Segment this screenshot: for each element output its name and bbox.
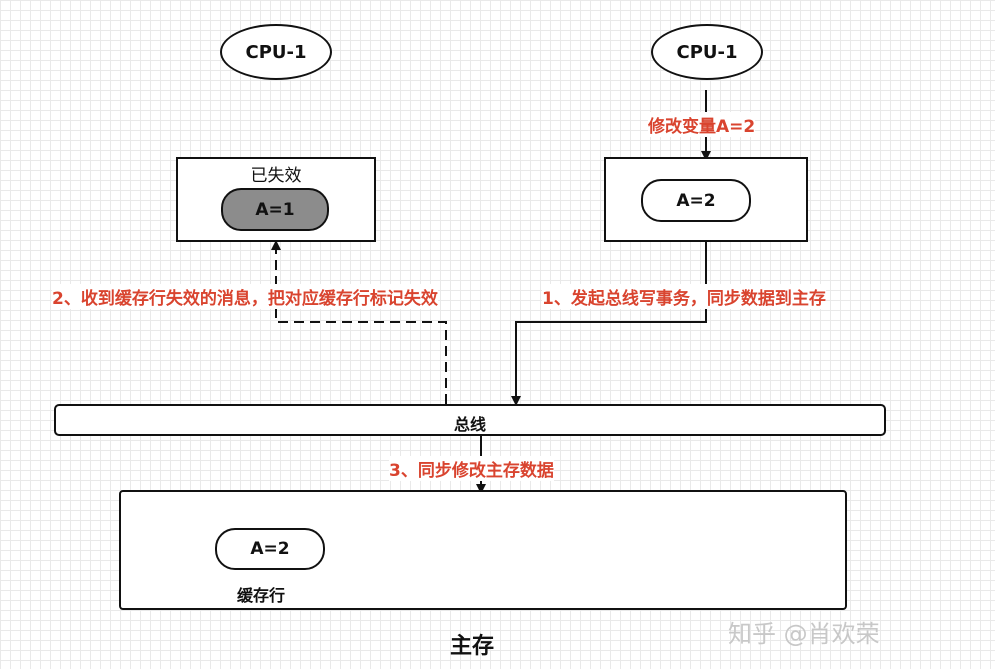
modify-annotation: 修改变量A=2 [648,112,756,137]
bus-to-invalid-cache-arrow [271,240,447,404]
cpu-left-label: CPU-1 [245,41,307,63]
cache-right-box: A=2 [604,157,808,242]
main-memory-value: A=2 [215,528,325,570]
cache-left-status: 已失效 [250,166,302,186]
main-memory-box: A=2 缓存行 [119,490,847,610]
watermark: 知乎 @肖欢荣 [728,620,880,648]
cache-line-label: 缓存行 [237,586,286,605]
bus-label: 总线 [453,415,486,434]
step3-annotation: 3、同步修改主存数据 [389,456,554,481]
cache-left-invalid-value: A=1 [221,188,329,231]
cache-right-value: A=2 [641,179,751,222]
cache-to-bus-arrow [511,240,707,406]
step2-annotation: 2、收到缓存行失效的消息，把对应缓存行标记失效 [52,284,438,309]
cpu-right-label: CPU-1 [676,41,738,63]
bus-bar: 总线 [54,404,886,436]
main-memory-title: 主存 [450,634,495,659]
cache-left-box: 已失效 A=1 [176,157,376,242]
cpu-left: CPU-1 [220,24,332,80]
step1-annotation: 1、发起总线写事务，同步数据到主存 [542,284,826,309]
cpu-right: CPU-1 [651,24,763,80]
